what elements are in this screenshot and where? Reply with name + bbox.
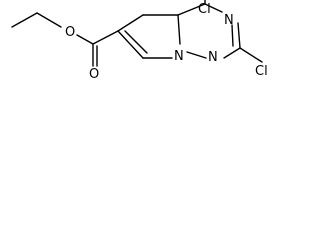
bond-c6-c5	[117, 14, 144, 32]
bond-carbonyl-to-ring	[92, 30, 119, 45]
bond-c4a-n-bridgehead	[177, 14, 181, 45]
bond-c2-n1	[223, 47, 241, 59]
bond-c7-c6-inner	[124, 30, 148, 54]
atom-o-carbonyl: O	[89, 67, 99, 82]
bond-n3-c2-inner	[231, 24, 234, 47]
atom-n-triazine-upper: N	[224, 13, 234, 28]
bond-o-carbonyl-carbon	[76, 34, 94, 45]
atom-o-ester: O	[65, 25, 75, 40]
atom-n-triazine-lower: N	[208, 50, 218, 65]
bond-n1-n-bridgehead	[186, 51, 207, 59]
bond-c7-c6	[117, 30, 144, 59]
bond-ethyl-ch2-o	[36, 12, 62, 28]
molecule-structure: Cl N O N N Cl O	[11, 0, 268, 82]
bond-n3-c2	[237, 22, 241, 49]
bond-ethyl-ch3-ch2	[11, 12, 38, 28]
atom-cl-bottom: Cl	[255, 64, 268, 79]
atom-cl-top: Cl	[198, 2, 211, 17]
bond-c4a-c4	[177, 3, 206, 16]
bond-c2-cl	[239, 47, 263, 63]
bond-c4-n3	[204, 3, 223, 13]
atom-n-bridgehead: N	[174, 49, 184, 64]
